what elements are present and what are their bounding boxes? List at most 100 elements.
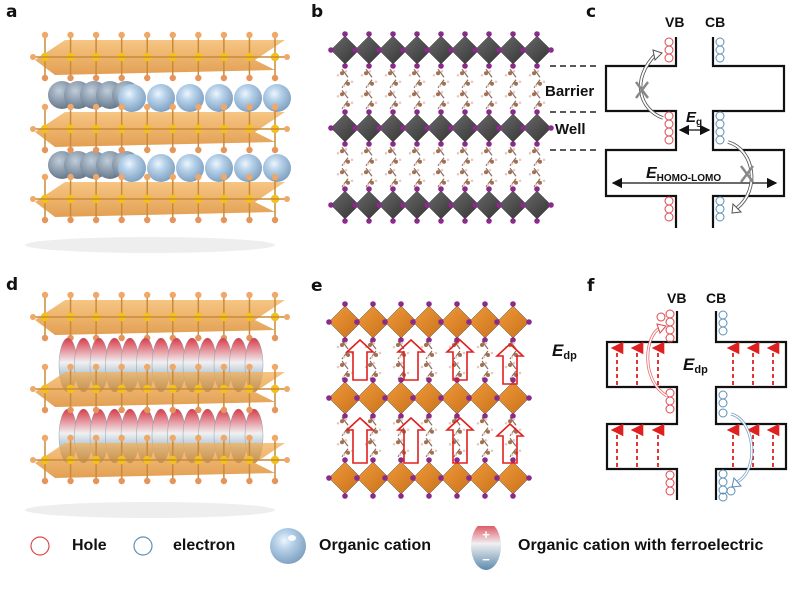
octahedron	[496, 305, 530, 339]
halide-atom	[482, 337, 488, 343]
hydrogen-atom	[422, 179, 426, 183]
panel-label-d: d	[6, 275, 19, 295]
hydrogen-atom	[390, 105, 394, 109]
carbon-atom	[340, 170, 344, 175]
hydrogen-atom	[462, 449, 466, 453]
halide-atom	[92, 216, 100, 224]
halide-atom	[390, 109, 396, 115]
halide-atom	[30, 457, 36, 463]
hydrogen-atom	[528, 172, 532, 176]
halide-atom	[342, 109, 348, 115]
halide-atom	[414, 109, 420, 115]
hydrogen-atom	[488, 69, 492, 73]
carbon-atom	[466, 81, 470, 86]
halide-atom	[510, 218, 516, 224]
halide-atom	[510, 413, 516, 419]
carbon-atom	[458, 373, 462, 377]
carbon-atom	[412, 149, 416, 154]
halide-atom	[326, 475, 332, 481]
halide-atom	[486, 141, 492, 147]
halide-atom	[426, 377, 432, 383]
hydrogen-atom	[350, 158, 354, 162]
carbon-atom	[442, 102, 446, 107]
hydrogen-atom	[486, 105, 490, 109]
blocked-x-icon	[740, 165, 754, 183]
halide-atom	[454, 457, 460, 463]
hydrogen-atom	[480, 151, 484, 155]
octahedron	[522, 35, 552, 65]
halide-atom	[195, 173, 202, 181]
halide-atom	[398, 457, 404, 463]
hydrogen-atom	[512, 417, 516, 421]
hole	[665, 388, 675, 398]
halide-atom	[271, 291, 279, 299]
halide-atom	[220, 477, 228, 485]
halide-atom	[370, 457, 376, 463]
hydrogen-atom	[528, 73, 532, 77]
electron	[715, 196, 725, 206]
hydrogen-atom	[392, 421, 396, 425]
hydrogen-atom	[370, 432, 374, 436]
dipole-arrow	[344, 416, 376, 464]
panel-f-band-diagram: VB CB Edp	[605, 290, 788, 502]
carbon-atom	[394, 81, 398, 86]
halide-atom	[354, 395, 360, 401]
halide-atom	[41, 216, 49, 224]
halide-atom	[342, 301, 348, 307]
hydrogen-atom	[462, 371, 466, 375]
hydrogen-atom	[416, 168, 420, 172]
hydrogen-atom	[400, 341, 404, 345]
hydrogen-atom	[428, 341, 432, 345]
halide-atom	[246, 434, 253, 442]
hydrogen-atom	[494, 179, 498, 183]
hydrogen-atom	[392, 442, 396, 446]
hydrogen-atom	[342, 432, 346, 436]
halide-atom	[92, 291, 100, 299]
hydrogen-atom	[518, 80, 522, 84]
hydrogen-atom	[510, 105, 514, 109]
halide-atom	[169, 103, 176, 111]
hydrogen-atom	[398, 432, 402, 436]
halide-atom	[390, 186, 396, 192]
hydrogen-atom	[518, 449, 522, 453]
hydrogen-atom	[490, 449, 494, 453]
legend-label-organic-cation: Organic cation	[319, 537, 432, 554]
panel-e-structure	[326, 301, 532, 499]
hydrogen-atom	[392, 168, 396, 172]
halide-atom	[482, 493, 488, 499]
carbon-atom	[480, 419, 484, 424]
halide-atom	[448, 125, 454, 131]
hydrogen-atom	[494, 80, 498, 84]
electron	[715, 111, 725, 121]
carbon-atom	[490, 102, 494, 107]
carbon-atom	[412, 92, 416, 97]
carbon-atom	[412, 71, 416, 76]
halide-atom	[424, 125, 430, 131]
hydrogen-atom	[470, 80, 474, 84]
carbon-atom	[396, 419, 400, 424]
hydrogen-atom	[336, 345, 340, 349]
halide-atom	[118, 173, 125, 181]
carbon-atom	[508, 419, 512, 424]
halide-atom	[414, 31, 420, 37]
carbon-atom	[490, 159, 494, 164]
carbon-atom	[346, 180, 350, 185]
halide-atom	[548, 47, 554, 53]
halide-atom	[30, 314, 36, 320]
carbon-atom	[430, 353, 434, 357]
hydrogen-atom	[534, 183, 538, 187]
halide-atom	[118, 291, 125, 299]
hydrogen-atom	[510, 355, 514, 359]
halide-atom	[195, 146, 202, 154]
hydrogen-atom	[344, 90, 348, 94]
hydrogen-atom	[476, 365, 480, 369]
halide-atom	[352, 125, 358, 131]
halide-atom	[41, 434, 49, 442]
carbon-atom	[532, 92, 536, 97]
carbon-atom	[388, 71, 392, 76]
hydrogen-atom	[534, 162, 538, 166]
carbon-atom	[424, 343, 428, 347]
carbon-atom	[538, 81, 542, 86]
hydrogen-atom	[542, 101, 546, 105]
hydrogen-atom	[378, 428, 382, 432]
